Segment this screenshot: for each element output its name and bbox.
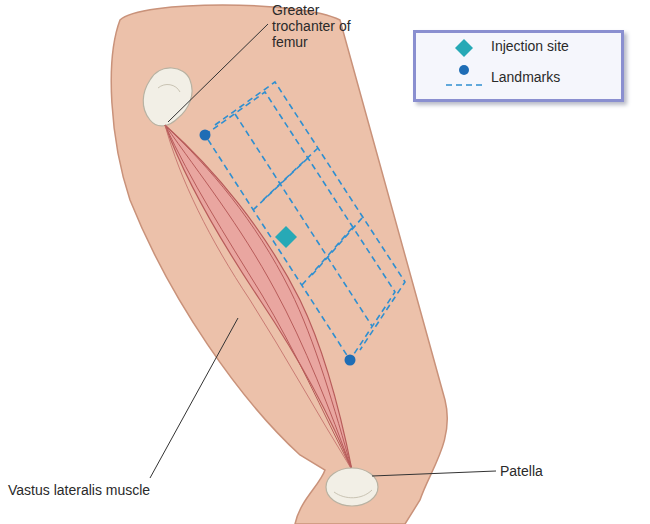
leader-line bbox=[150, 318, 238, 478]
femur-bone bbox=[143, 68, 192, 126]
leader-line bbox=[372, 471, 496, 476]
region-grid bbox=[205, 82, 405, 360]
part-label: Patella bbox=[500, 463, 600, 479]
landmark-dot bbox=[200, 130, 211, 141]
muscle-fiber bbox=[165, 125, 352, 470]
legend-text: Landmarks bbox=[491, 69, 560, 85]
bone-shading bbox=[334, 490, 372, 498]
injection-diamond bbox=[275, 226, 297, 248]
leader-line bbox=[168, 24, 268, 122]
legend-samples bbox=[416, 33, 486, 99]
legend-diamond bbox=[455, 39, 473, 57]
leg-outline bbox=[111, 5, 447, 524]
legend-dot bbox=[459, 65, 469, 75]
part-label: Vastus lateralis muscle bbox=[8, 482, 268, 498]
muscle-fiber bbox=[165, 125, 352, 470]
legend-dash bbox=[446, 84, 484, 86]
muscle-fiber bbox=[165, 125, 352, 470]
patella-bone bbox=[326, 468, 378, 506]
landmark-dot bbox=[345, 355, 356, 366]
vastus-lateralis bbox=[165, 125, 352, 470]
bone-shading bbox=[158, 85, 180, 92]
legend-text: Injection site bbox=[491, 38, 569, 54]
part-label: Greater trochanter of femur bbox=[272, 2, 362, 50]
muscle-fiber bbox=[165, 125, 352, 470]
